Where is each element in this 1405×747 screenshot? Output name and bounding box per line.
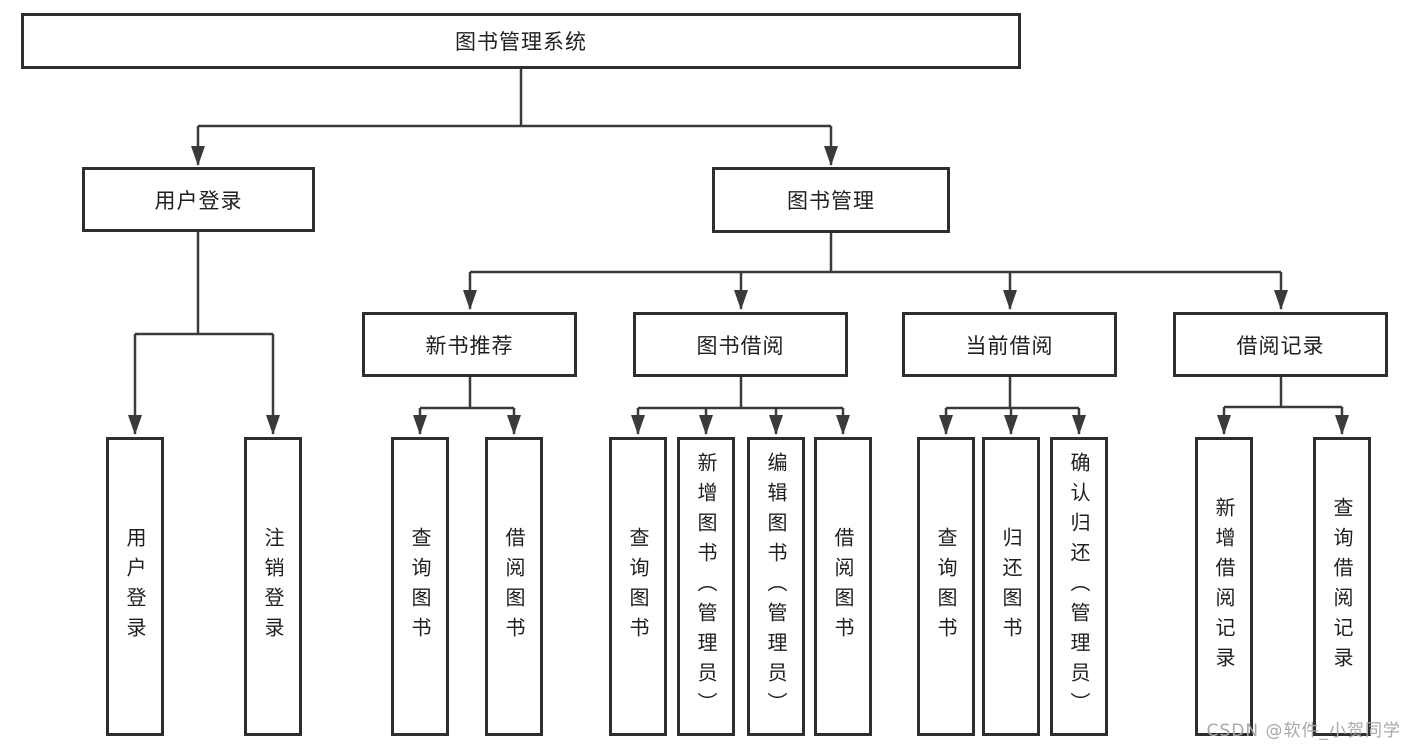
leaf-query-book-borrow: 查询图书 <box>609 437 667 736</box>
leaf-edit-book-admin: 编辑图书（管理员） <box>747 437 805 736</box>
leaf-query-borrow-record: 查询借阅记录 <box>1313 437 1371 736</box>
leaf-borrow-book-recommend: 借阅图书 <box>485 437 543 736</box>
leaf-add-borrow-record: 新增借阅记录 <box>1195 437 1253 736</box>
node-new-book-recommend: 新书推荐 <box>362 312 577 377</box>
leaf-user-login: 用户登录 <box>106 437 164 736</box>
leaf-logout-login: 注销登录 <box>244 437 302 736</box>
node-user-login: 用户登录 <box>82 167 315 232</box>
node-book-management: 图书管理 <box>712 167 950 233</box>
csdn-watermark: CSDN @软件_小贺同学 <box>1206 721 1401 741</box>
node-book-borrow: 图书借阅 <box>633 312 848 377</box>
node-current-borrow: 当前借阅 <box>902 312 1117 377</box>
leaf-query-book-current: 查询图书 <box>917 437 975 736</box>
leaf-borrow-book: 借阅图书 <box>814 437 872 736</box>
leaf-confirm-return-admin: 确认归还（管理员） <box>1050 437 1108 736</box>
leaf-add-book-admin: 新增图书（管理员） <box>677 437 735 736</box>
leaf-query-book-recommend: 查询图书 <box>391 437 449 736</box>
node-library-system-root: 图书管理系统 <box>21 13 1021 69</box>
node-borrow-records: 借阅记录 <box>1173 312 1388 377</box>
leaf-return-book: 归还图书 <box>982 437 1040 736</box>
